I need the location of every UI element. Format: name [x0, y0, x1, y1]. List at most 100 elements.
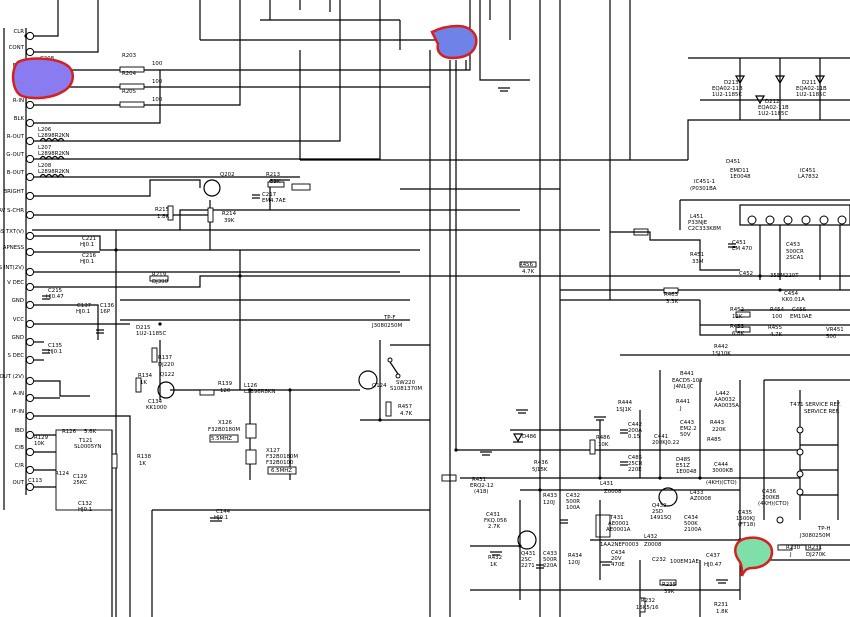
component-label-r463v: 3.3K: [666, 299, 679, 305]
component-label-c232v: 100EM1AE: [670, 559, 699, 565]
annotation-blob-left-tail: [30, 96, 48, 100]
component-label-r431w: (418): [474, 489, 489, 495]
component-label-d451v: EMD11: [730, 168, 749, 174]
component-label-q202: Q202: [220, 172, 235, 178]
component-label-vr451: VR451: [826, 327, 844, 333]
component-label-c433v: 500R: [543, 557, 557, 563]
component-label-ic451: IC451: [800, 168, 816, 174]
component-label-c434v: 500K: [684, 521, 698, 527]
component-label-r232: R232: [641, 598, 655, 604]
component-label-d485w: 1E0048: [676, 469, 697, 475]
component-label-l442w: AA0035A: [714, 403, 739, 409]
component-label-d215: D215: [136, 325, 150, 331]
component-label-l431: L431: [600, 481, 613, 487]
component-label-l207: L207: [38, 145, 51, 151]
connector-pin-label: G-OUT: [6, 152, 24, 158]
component-label-r454v: 100: [772, 314, 783, 320]
component-label-c452v: 35EM220T: [770, 273, 799, 279]
component-label-c136: C136: [100, 303, 115, 309]
component-label-d211w: 1U2-1185C: [796, 92, 826, 98]
connector-pin: [25, 376, 35, 386]
connector-pin: [25, 282, 35, 292]
connector-pin: [25, 411, 35, 421]
component-label-c432: C432: [566, 493, 580, 499]
component-label-q431w: 2271: [521, 563, 535, 569]
component-label-r432: R432: [488, 555, 502, 561]
component-label-r441: R441: [676, 399, 690, 405]
component-label-d213w: 1U2-1185C: [712, 92, 742, 98]
component-label-x127v: F32B0180M: [266, 454, 298, 460]
component-label-l431v: Z0008: [604, 489, 622, 495]
connector-pin-label: A-IN: [13, 391, 24, 397]
connector-pin: [25, 100, 35, 110]
component-label-c144: C144: [216, 509, 231, 515]
component-label-c434w: 2100A: [684, 527, 702, 533]
component-label-r442v: 1SJ10K: [712, 351, 731, 357]
component-label-x126b: 5.5MHZ: [211, 436, 232, 442]
component-label-l433: L433: [690, 490, 703, 496]
component-label-l451: L451: [690, 214, 703, 220]
component-label-r444v: 1SJ1K: [616, 407, 632, 413]
component-label-r463: R463: [664, 292, 678, 298]
component-label-r235v: 39K: [664, 589, 675, 595]
connector-pin-label: C/B: [15, 445, 25, 451]
connector-pin-label: R-IN: [13, 98, 24, 104]
component-label-r139: R139: [218, 381, 233, 387]
component-label-r235: R235: [662, 582, 676, 588]
component-label-c129: C129: [73, 474, 88, 480]
component-label-r453v: 6.8K: [732, 331, 745, 337]
connector-pin-label: CONT: [9, 45, 25, 51]
connector-pin-label: CVBS INT(2V): [0, 265, 24, 271]
component-label-q432v: 2SD: [652, 509, 663, 515]
component-label-r230: R230: [786, 545, 801, 551]
connector-pin-label: R-OUT: [7, 134, 25, 140]
component-label-c442w: 0.15: [628, 434, 640, 440]
component-label-c444: C444: [714, 462, 729, 468]
component-label-r231v: DJ270K: [806, 552, 826, 558]
component-label-r453: R453: [730, 324, 744, 330]
component-label-c431: C431: [486, 512, 500, 518]
connector-pin-label: CVBS TXT(V): [0, 229, 24, 235]
component-label-b441w: J4N1/JC: [673, 384, 694, 390]
component-label-r454: R454: [770, 307, 785, 313]
component-label-r204: R204: [122, 71, 137, 77]
connector-pin-label: IF-IN: [12, 409, 24, 415]
component-label-c134: C134: [148, 399, 163, 405]
connector-pin-label: VCC: [13, 317, 24, 323]
component-label-l442v: AA0032: [714, 397, 735, 403]
component-label-c453w: 2SCA1: [786, 255, 804, 261]
component-label-t471b: SERVICE REF.: [804, 409, 840, 415]
connector-pin: [25, 447, 35, 457]
connector-pin: [25, 319, 35, 329]
component-labels: C208R203100R204100R205100L206L2898R2KNL2…: [28, 53, 844, 615]
connector-pin-label: CLR: [13, 29, 24, 35]
connector-pin: [25, 31, 35, 41]
component-label-c215: C215: [48, 288, 62, 294]
component-label-l432: L432: [644, 534, 657, 540]
component-label-q124: Q124: [372, 383, 387, 389]
connector-pin: [25, 393, 35, 403]
connector-pin-label: AV-OUT (2V): [0, 374, 24, 380]
component-label-c443: C443: [680, 420, 694, 426]
annotations: [11, 24, 774, 577]
component-label-c135v: HJ0.1: [48, 349, 62, 355]
component-label-d213: D213: [724, 80, 738, 86]
component-label-c442v: 200A: [628, 428, 642, 434]
component-label-d451w: 1E0048: [730, 174, 751, 180]
component-label-c456v: EM10AE: [790, 314, 813, 320]
component-label-q122: Q122: [160, 372, 175, 378]
component-label-t471: T471 SERVICE REF.: [789, 402, 841, 408]
component-label-r124: R124: [55, 471, 70, 477]
component-label-t431w: AE0001A: [606, 527, 631, 533]
component-label-c435v: 1500KJ: [736, 516, 755, 522]
component-label-ic4511: IC451-1: [694, 179, 715, 185]
component-label-r138v: 1K: [139, 461, 146, 467]
component-label-r213v: 39K: [270, 179, 281, 185]
component-label-c451: C451: [732, 240, 746, 246]
component-label-d485v: E51Z: [676, 463, 690, 469]
component-label-t431: T431: [609, 515, 624, 521]
connector-pin: [25, 267, 35, 277]
connector-pin-label: C/R: [15, 463, 25, 469]
component-label-r138: R138: [137, 454, 152, 460]
component-label-l126v: L2896R8KN: [244, 389, 275, 395]
